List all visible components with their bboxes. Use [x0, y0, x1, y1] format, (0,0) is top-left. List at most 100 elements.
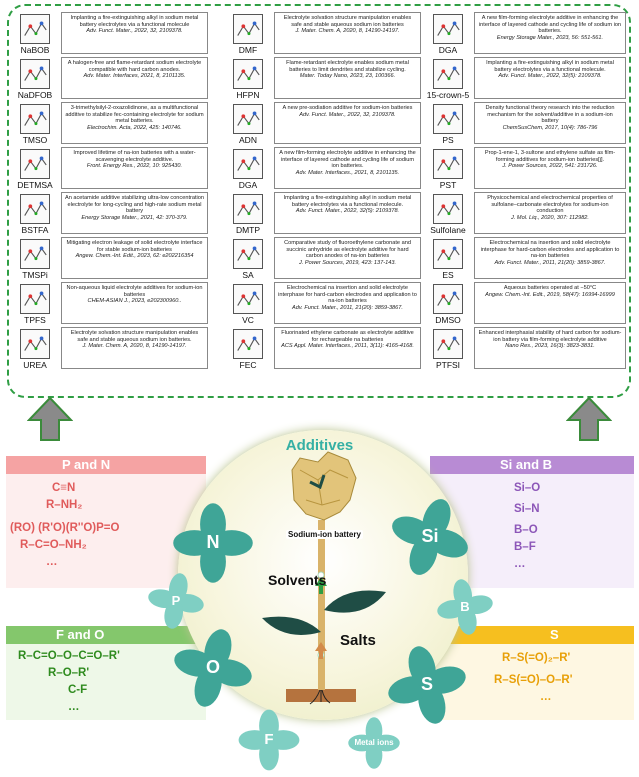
reference-citation: CHEM-ASIAN J., 2023, e202300960..: [87, 298, 182, 305]
reference-description: Mitigating electron leakage of solid ele…: [66, 240, 203, 253]
roots: [309, 689, 331, 705]
molecule-name: NaBOB: [20, 45, 50, 55]
molecule: UREA: [13, 327, 57, 372]
salts-label: Salts: [340, 632, 376, 649]
molecule: NaBOB: [13, 12, 57, 57]
reference-box: Density functional theory research into …: [474, 102, 626, 144]
molecule-structure-icon: [433, 149, 463, 179]
reference-citation: J. Mol. Liq., 2020, 307: 112982.: [511, 214, 589, 221]
reference-description: Electrochemical na insertion and solid e…: [480, 240, 620, 260]
reference-box: A new pre-sodiation additive for sodium-…: [274, 102, 421, 144]
petal-4: [174, 629, 252, 707]
molecule-structure-icon: [433, 239, 463, 269]
molecule: 15-crown-5: [426, 57, 470, 102]
panel-title: S: [430, 626, 634, 644]
reference-citation: Adv. Mater. Interfaces, 2021, 8, 2101135…: [83, 73, 186, 80]
molecule-structure-icon: [233, 329, 263, 359]
reference-citation: J. Mater. Chem. A, 2020, 8, 14190-14197.: [295, 28, 400, 35]
molecule-structure-icon: [20, 149, 50, 179]
reference-box: 3-trimethylsilyl-2-oxazolidinone, as a m…: [61, 102, 208, 144]
reference-citation: Energy Storage Mater., 2023, 56: 551-561…: [496, 34, 604, 41]
molecule: DGA: [226, 147, 270, 192]
reference-citation: Adv. Funct. Mater., 2022, 32(5): 2109378…: [498, 73, 602, 80]
petal-2: [148, 573, 204, 629]
molecule: HFPN: [226, 57, 270, 102]
group-item: C≡N: [52, 482, 76, 494]
molecule-structure-icon: [233, 149, 263, 179]
reference-cell: ES Electrochemical na insertion and solid…: [426, 237, 626, 282]
molecule: VC: [226, 282, 270, 327]
molecule-name: HFPN: [236, 90, 260, 100]
group-item: R–S(=O)–O–R': [494, 674, 573, 686]
molecule: PS: [426, 102, 470, 147]
molecule-structure-icon: [433, 194, 463, 224]
molecule-structure-icon: [233, 104, 263, 134]
reference-box: Implanting a fire-extinguishing alkyl in…: [474, 57, 626, 99]
molecule-structure-icon: [233, 59, 263, 89]
molecule: Sulfolane: [426, 192, 470, 237]
reference-citation: Adv. Funct. Mater., 2011, 21(20): 3859-3…: [292, 304, 403, 311]
reference-cell: TMSPi Mitigating electron leakage of soli…: [13, 237, 208, 282]
reference-box: Electrochemical na insertion and solid e…: [274, 282, 421, 324]
reference-box: Comparative study of fluoroethylene carb…: [274, 237, 421, 279]
petal-label: S: [420, 674, 433, 695]
left-leaf: [262, 616, 321, 635]
reference-box: Physicochemical and electrochemical prop…: [474, 192, 626, 234]
reference-citation: Angew. Chem.-Int. Edit., 2023, 62: e2022…: [75, 253, 194, 260]
molecule-structure-icon: [433, 329, 463, 359]
additive-references-frame: [7, 4, 631, 398]
molecule-structure-icon: [433, 284, 463, 314]
petal-6: [238, 709, 300, 771]
molecule-name: PS: [442, 135, 454, 145]
reference-description: Improved lifetime of na-ion batteries wi…: [73, 150, 196, 163]
reference-description: Implanting a fire-extinguishing alkyl in…: [486, 60, 614, 73]
reference-box: Prop-1-ene-1, 3-sultone and ethylene sul…: [474, 147, 626, 189]
molecule-name: DMF: [238, 45, 258, 55]
reference-description: 3-trimethylsilyl-2-oxazolidinone, as a m…: [65, 105, 204, 125]
reference-description: Electrochemical na insertion and solid e…: [278, 285, 417, 305]
petal-label: F: [264, 731, 274, 748]
molecule-structure-icon: [433, 104, 463, 134]
reference-description: Fluorinated ethylene carbonate as electr…: [281, 330, 414, 343]
petal-3: [437, 579, 493, 635]
reference-citation: Angew. Chem.-Int. Edit., 2019, 58(47): 1…: [485, 291, 615, 298]
petal-0: [173, 503, 253, 583]
molecule-name: ES: [442, 270, 454, 280]
molecule-name: VC: [242, 315, 254, 325]
molecule: NaDFOB: [13, 57, 57, 102]
petal-label: B: [460, 599, 470, 615]
petal-label: Metal ions: [354, 738, 394, 748]
molecule-name: BSTFA: [21, 225, 49, 235]
molecule-structure-icon: [20, 194, 50, 224]
petal-label: P: [171, 593, 181, 609]
reference-cell: Sulfolane Physicochemical and electrochem…: [426, 192, 626, 237]
molecule: ADN: [226, 102, 270, 147]
molecule-name: TMSPi: [22, 270, 48, 280]
reference-citation: Adv. Funct. Mater., 2011, 21(20): 3859-3…: [494, 259, 606, 266]
petal-5: [388, 646, 466, 724]
molecule: PTFSI: [426, 327, 470, 372]
panel-title: F and O: [6, 626, 206, 644]
right-up-arrow-icon: [566, 396, 612, 441]
molecule-structure-icon: [20, 239, 50, 269]
right-leaf: [324, 590, 386, 613]
molecule-name: Sulfolane: [430, 225, 466, 235]
reference-description: Electrolyte solvation structure manipula…: [283, 15, 412, 28]
molecule: BSTFA: [13, 192, 57, 237]
molecule-name: PTFSI: [435, 360, 461, 370]
reference-box: Non-aqueous liquid electrolyte additives…: [61, 282, 208, 324]
molecule-structure-icon: [20, 14, 50, 44]
reference-box: Fluorinated ethylene carbonate as electr…: [274, 327, 421, 369]
molecule: TMSPi: [13, 237, 57, 282]
